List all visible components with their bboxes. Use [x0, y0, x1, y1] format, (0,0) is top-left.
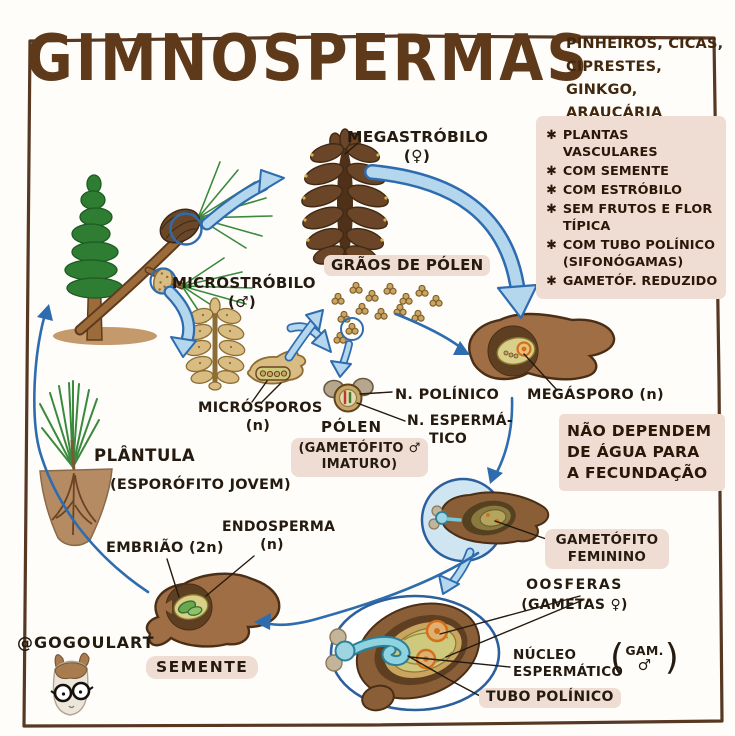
arrow-megastrobilus-to-ovule	[364, 164, 539, 320]
ovule-megaspore	[468, 312, 616, 381]
graos-de-polen-label: GRÃOS DE PÓLEN	[324, 255, 491, 276]
examples-line-1: PINHEIROS, CICAS,	[566, 36, 724, 52]
pointer-oosferas-1	[439, 595, 581, 635]
fertilization-detail	[325, 594, 501, 712]
pointer-gametofito-feminino	[494, 520, 550, 541]
arrow-microsporophyll-to-pollen	[284, 309, 324, 362]
microspores	[259, 370, 288, 378]
arrow-branch-to-megastrobilus	[200, 169, 285, 231]
pollen-grain-detail	[323, 377, 374, 413]
feature-item: ✱GAMETÓF. REDUZIDO	[546, 274, 718, 290]
microsporophyll	[246, 350, 307, 385]
megastrobilo-label: MEGASTRÓBILO (♀)	[347, 128, 489, 166]
gametofito-imaturo-label: (GAMETÓFITO ♂ IMATURO)	[291, 438, 428, 477]
polen-label: PÓLEN	[321, 418, 383, 436]
gametofito-feminino-label: GAMETÓFITO FEMININO	[545, 529, 669, 569]
star-bullet-icon: ✱	[546, 128, 557, 143]
pointer-endosperma	[205, 555, 255, 597]
pointer-microsporos-2	[260, 382, 282, 404]
arrow-gametophyte-to-fertilization	[438, 547, 475, 595]
seed-illustration	[145, 572, 281, 648]
microstrobilo-label: MICROSTRÓBILO (♂)	[172, 274, 316, 311]
megasporo-label: MEGÁSPORO (n)	[527, 387, 664, 403]
pointer-microsporos-1	[251, 380, 268, 403]
fecundation-note: NÃO DEPENDEM DE ÁGUA PARA A FECUNDAÇÃO	[559, 414, 725, 491]
tubo-polinico-label: TUBO POLÍNICO	[479, 688, 621, 708]
branch-with-cones	[74, 161, 273, 336]
page-title: GIMNOSPERMAS	[26, 22, 591, 96]
pointer-tubo-polinico	[407, 655, 481, 697]
pointer-n-polinico	[359, 391, 393, 395]
embriao-label: EMBRIÃO (2n)	[106, 540, 224, 556]
ovule-female-gametophyte	[420, 477, 550, 563]
feature-item: ✱COM SEMENTE	[546, 164, 670, 180]
pointer-lines	[166, 142, 584, 697]
cycle-arrows	[33, 164, 539, 630]
nucleo-espermatico-short-label: N. ESPERMÁ- TICO	[407, 413, 514, 447]
nucleo-polinico-label: N. POLÍNICO	[395, 387, 500, 403]
frame-border	[22, 34, 724, 728]
female-cone-on-branch	[159, 208, 201, 244]
arrow-pollen-to-ovule	[394, 312, 470, 355]
pointer-n-espermatico	[356, 402, 406, 422]
arrow-grain-to-pollen-detail	[330, 340, 353, 378]
pine-needles	[181, 161, 273, 323]
star-bullet-icon: ✱	[546, 202, 557, 218]
star-bullet-icon: ✱	[546, 238, 557, 254]
feature-item: ✱COM TUBO POLÍNICO (SIFONÓGAMAS)	[546, 238, 716, 271]
pointer-nucleo-espermatico	[409, 656, 511, 668]
artist-signature: @GOGOULART	[17, 633, 155, 652]
nucleo-gam-annotation: ( GAM. ♂ )	[610, 637, 680, 678]
selected-pollen-grain-circle	[340, 317, 364, 341]
nucleo-espermatico-label: NÚCLEO ESPERMÁTICO	[513, 647, 624, 680]
arrow-branch-to-microstrobilus	[163, 285, 197, 358]
pointer-oosferas-2	[445, 599, 584, 658]
plantula-label: PLÂNTULA	[94, 446, 196, 465]
feature-item: ✱COM ESTRÓBILO	[546, 183, 683, 199]
feature-item: ✱PLANTAS VASCULARES	[546, 128, 658, 161]
pollen-grains	[331, 281, 443, 344]
semente-label: SEMENTE	[146, 656, 259, 680]
star-bullet-icon: ✱	[546, 164, 557, 180]
plantula-sub-label: (ESPORÓFITO JOVEM)	[110, 477, 291, 493]
arrow-seed-to-tree	[33, 304, 150, 594]
arrow-fertilization-to-seed	[254, 551, 480, 630]
pine-tree-illustration	[53, 174, 157, 345]
mascot-avatar	[50, 652, 94, 716]
gymnosperm-examples: PINHEIROS, CICAS, CIPRESTES, GINKGO, ARA…	[566, 33, 735, 125]
pointer-megasporo	[523, 353, 557, 390]
male-cone-highlight-circle	[149, 267, 177, 295]
examples-line-2: CIPRESTES, GINKGO,	[566, 59, 662, 98]
female-cone-highlight-circle	[169, 212, 203, 246]
pointer-megastrobilo	[344, 142, 359, 155]
star-bullet-icon: ✱	[546, 274, 557, 290]
arrow-ovule-to-gametophyte	[487, 396, 514, 484]
feature-item: ✱SEM FRUTOS E FLOR TÍPICA	[546, 202, 713, 235]
pointer-embriao	[166, 558, 180, 598]
star-bullet-icon: ✱	[546, 183, 557, 199]
oosferas-label: OOSFERAS (GAMETAS ♀)	[521, 577, 628, 613]
microsporos-label: MICRÓSPOROS (n)	[198, 400, 323, 435]
seedling-illustration	[39, 380, 113, 547]
features-box: ✱PLANTAS VASCULARES ✱COM SEMENTE ✱COM ES…	[536, 116, 726, 300]
endosperma-label: ENDOSPERMA (n)	[222, 519, 336, 553]
